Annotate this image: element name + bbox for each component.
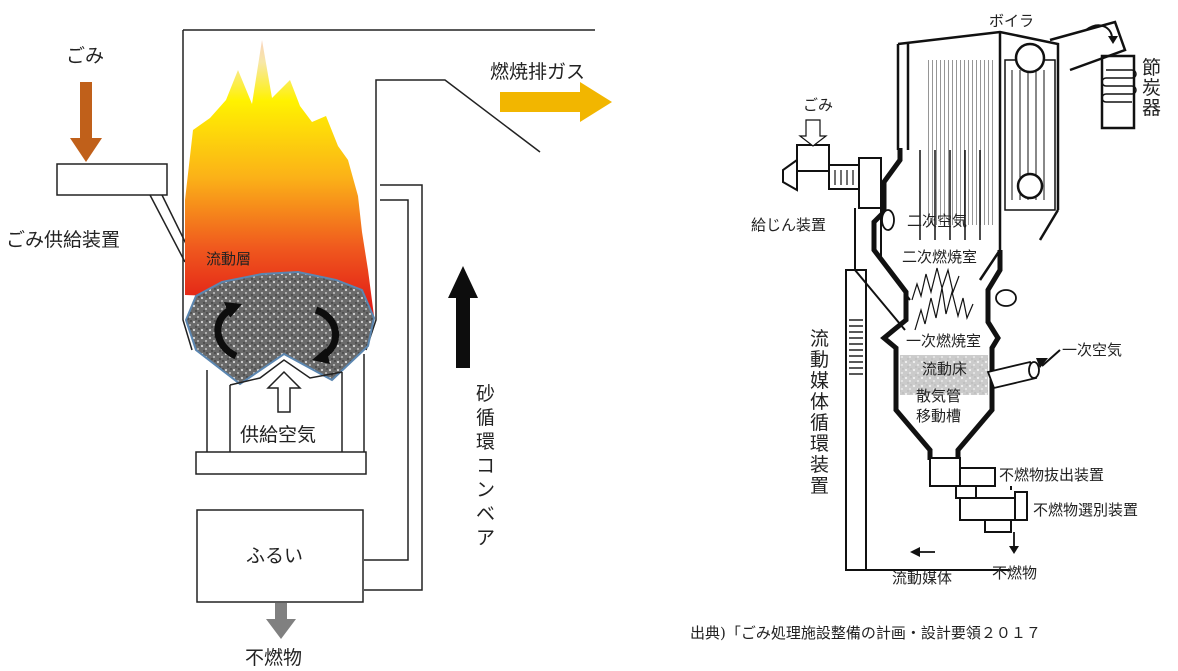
boiler-drum-top <box>1014 42 1046 74</box>
right-diagram: ボイラ 節炭器 <box>751 12 1161 587</box>
secondary-chamber-label: 二次燃焼室 <box>902 248 977 266</box>
feeder-box <box>56 163 168 196</box>
secondary-air-label: 二次空気 <box>907 212 967 230</box>
primary-chamber-label: 一次燃焼室 <box>906 332 981 350</box>
fluidized-bed-label: 流動層 <box>206 250 251 268</box>
media-circulation-label: 流動媒体循環装置 <box>810 328 829 497</box>
economizer-label: 節炭器 <box>1142 57 1161 119</box>
fluid-media-label: 流動媒体 <box>892 569 952 587</box>
waste-input-label: ごみ <box>66 45 104 67</box>
moving-tank-label: 移動槽 <box>916 407 961 425</box>
furnace-support <box>195 354 367 475</box>
sand-return-duct <box>364 184 423 591</box>
furnace-walls <box>182 29 595 351</box>
waste-input-label-right: ごみ <box>803 96 833 114</box>
noncomb-extraction-label: 不燃物抜出装置 <box>999 466 1104 484</box>
fluidized-bed-zone <box>900 355 988 395</box>
fluidized-bed-label-right: 流動床 <box>922 360 967 378</box>
noncomb-sorting-label: 不燃物選別装置 <box>1033 501 1138 519</box>
supply-air-label: 供給空気 <box>240 424 316 446</box>
waste-input-arrow-right <box>798 119 828 147</box>
extraction-devices <box>929 457 1028 533</box>
noncombustibles-label-right: 不燃物 <box>992 564 1037 582</box>
furnace-hatching <box>919 150 981 240</box>
source-caption: 出典)「ごみ処理施設整備の計画・設計要領２０１７ <box>690 624 1041 642</box>
exhaust-label: 燃焼排ガス <box>490 61 585 83</box>
feeder-label-right: 給じん装置 <box>751 216 826 234</box>
sieve-box <box>196 509 364 603</box>
fluidized-bed <box>184 270 376 386</box>
conveyor-up-arrow-icon <box>448 266 478 368</box>
feeder-label: ごみ供給装置 <box>6 229 120 251</box>
furnace-body <box>871 148 1003 460</box>
noncombustibles-label: 不燃物 <box>245 647 302 669</box>
sand-conveyor-label: 砂循環コンベア <box>476 383 495 549</box>
media-circulation-column <box>845 269 1010 571</box>
flame-sketch <box>911 267 974 331</box>
flame <box>185 40 374 316</box>
economizer-duct <box>1049 20 1136 130</box>
exhaust-arrow <box>500 82 612 122</box>
waste-input-arrow <box>70 82 102 162</box>
boiler-tubes <box>925 60 995 225</box>
economizer-coil <box>1101 69 1137 103</box>
noncombustibles-arrow <box>266 603 296 639</box>
primary-air-pipe <box>986 360 1040 390</box>
left-diagram: ごみ ごみ供給装置 流動層 <box>6 29 612 669</box>
feeder-unit <box>782 144 882 209</box>
diffuser-pipe-label: 散気管 <box>916 387 961 405</box>
supply-air-arrow-icon <box>266 370 302 413</box>
sieve-label: ふるい <box>246 545 303 567</box>
boiler-label: ボイラ <box>989 12 1034 30</box>
primary-air-label: 一次空気 <box>1062 341 1122 359</box>
boiler-drum-bottom <box>1016 172 1044 200</box>
